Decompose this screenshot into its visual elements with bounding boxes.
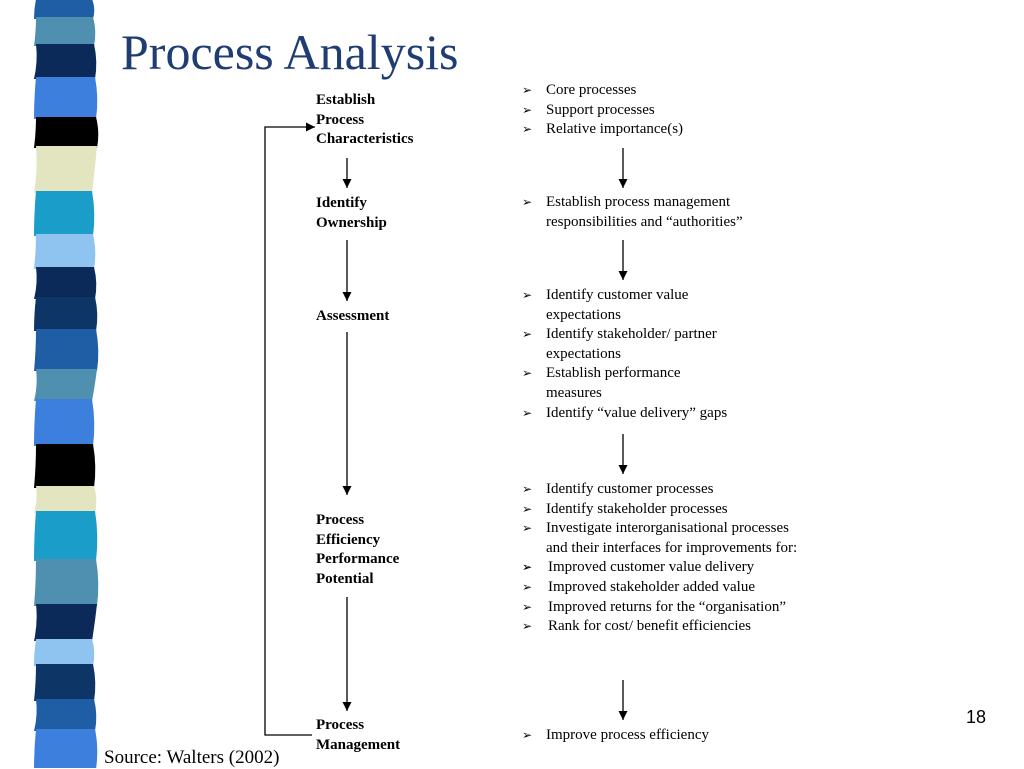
feedback-loop-arrow	[264, 122, 315, 736]
bullet-item: Identify stakeholder/ partner expectatio…	[522, 325, 732, 364]
stripe-segment	[34, 399, 95, 446]
decorative-stripe	[34, 0, 99, 768]
bullet-item: Investigate interorganisational processe…	[522, 519, 812, 558]
bullet-item: Establish performance measures	[522, 364, 732, 403]
stripe-segment	[34, 729, 98, 768]
sub-bullet-item: Improved customer value delivery	[522, 558, 812, 578]
bullet-list-characteristics: Core processes Support processes Relativ…	[522, 81, 772, 140]
stripe-segment	[34, 0, 95, 19]
page-number: 18	[966, 707, 987, 727]
bullet-list-ownership: Establish process management responsibil…	[522, 193, 782, 232]
stripe-segment	[34, 297, 98, 331]
stripe-segment	[34, 369, 97, 401]
stripe-segment	[34, 604, 97, 641]
stripe-segment	[34, 486, 97, 513]
stripe-segment	[34, 664, 96, 701]
stripe-segment	[34, 639, 95, 666]
bullet-list-efficiency: Identify customer processes Identify sta…	[522, 480, 812, 637]
bullet-item: Improve process efficiency	[522, 726, 782, 746]
bullet-item: Relative importance(s)	[522, 120, 772, 140]
stripe-segment	[34, 44, 97, 79]
stripe-segment	[34, 146, 97, 193]
source-citation: Source: Walters (2002)	[104, 747, 280, 768]
stripe-segment	[34, 191, 95, 236]
stripe-segment	[34, 559, 99, 606]
stripe-segment	[34, 77, 98, 119]
sub-bullet-item: Improved returns for the “organisation”	[522, 598, 812, 618]
stripe-segment	[34, 267, 97, 299]
bullet-list-management: Improve process efficiency	[522, 726, 782, 746]
stripe-segment	[34, 234, 96, 269]
step-assessment: Assessment	[316, 308, 390, 324]
stripe-segment	[34, 511, 98, 561]
stripe-segment	[34, 444, 96, 488]
sub-bullet-item: Improved stakeholder added value	[522, 578, 812, 598]
sub-bullet-group: Improved customer value delivery Improve…	[522, 558, 812, 636]
stripe-segment	[34, 329, 99, 371]
stripe-segment	[34, 699, 97, 731]
bullet-item: Identify stakeholder processes	[522, 500, 812, 520]
bullet-list-assessment: Identify customer value expectations Ide…	[522, 286, 732, 423]
sub-bullet-item: Rank for cost/ benefit efficiencies	[522, 617, 812, 637]
slide-title: Process Analysis	[121, 24, 459, 80]
bullet-item: Identify customer value expectations	[522, 286, 732, 325]
bullet-item: Establish process management responsibil…	[522, 193, 782, 232]
bullet-item: Support processes	[522, 101, 772, 121]
stripe-segment	[34, 117, 99, 148]
bullet-item: Core processes	[522, 81, 772, 101]
bullet-item: Identify customer processes	[522, 480, 812, 500]
bullet-item: Identify “value delivery” gaps	[522, 404, 732, 424]
stripe-segment	[34, 17, 96, 46]
